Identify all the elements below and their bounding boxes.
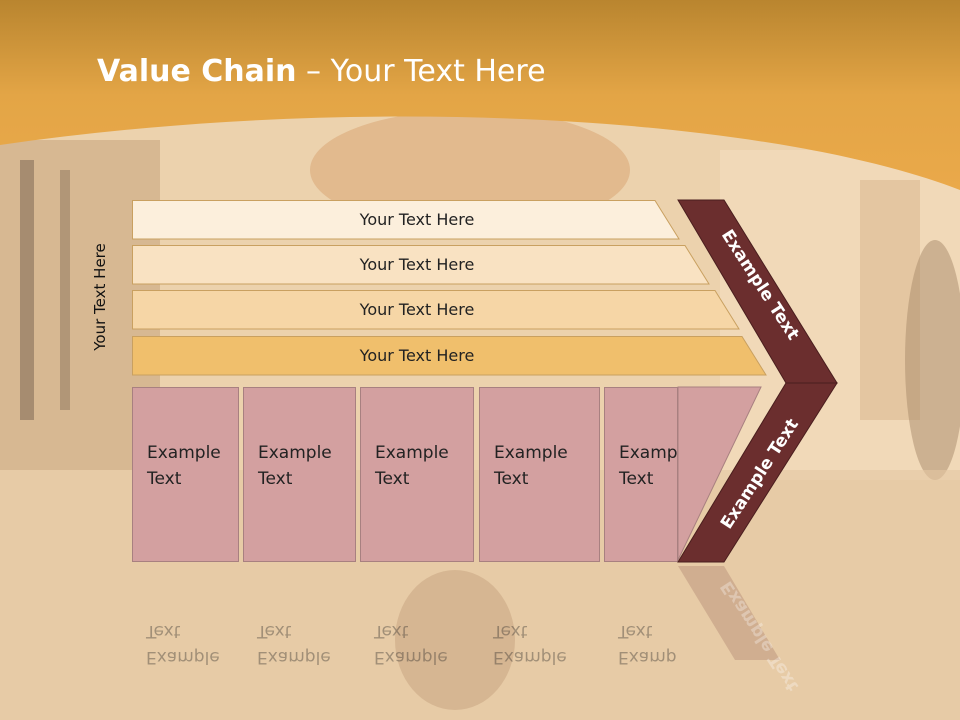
primary-box: Example Text	[360, 387, 474, 562]
primary-box: Example Text	[132, 387, 239, 562]
chevron-bottom-segment	[677, 382, 838, 563]
support-row-shape	[132, 200, 680, 240]
primary-box-label: Example Text	[375, 443, 449, 489]
title-bold: Value Chain	[97, 54, 297, 89]
support-row-label: Your Text Here	[359, 300, 475, 319]
support-row-shape	[132, 290, 740, 330]
support-row: Your Text Here	[132, 200, 695, 240]
primary-box-label: Example Text	[619, 443, 693, 489]
chevron-reflection	[678, 566, 780, 660]
primary-box: Example Text	[604, 387, 693, 562]
primary-box-label: Example Text	[494, 443, 568, 489]
primary-box: Example Text	[479, 387, 600, 562]
support-row-label: Your Text Here	[359, 210, 475, 229]
title-rest: – Your Text Here	[296, 54, 546, 89]
primary-box-label: Example Text	[258, 443, 332, 489]
primary-box-label: Example Text	[147, 443, 221, 489]
support-row-label: Your Text Here	[359, 346, 475, 365]
support-row-shape	[132, 336, 767, 376]
header-band	[0, 0, 960, 190]
support-row-shape	[132, 245, 710, 285]
support-row-label: Your Text Here	[359, 255, 475, 274]
support-row: Your Text Here	[132, 336, 782, 376]
slide-title: Value Chain – Your Text Here	[97, 54, 546, 89]
support-row: Your Text Here	[132, 245, 725, 285]
support-row: Your Text Here	[132, 290, 755, 330]
primary-box: Example Text	[243, 387, 356, 562]
